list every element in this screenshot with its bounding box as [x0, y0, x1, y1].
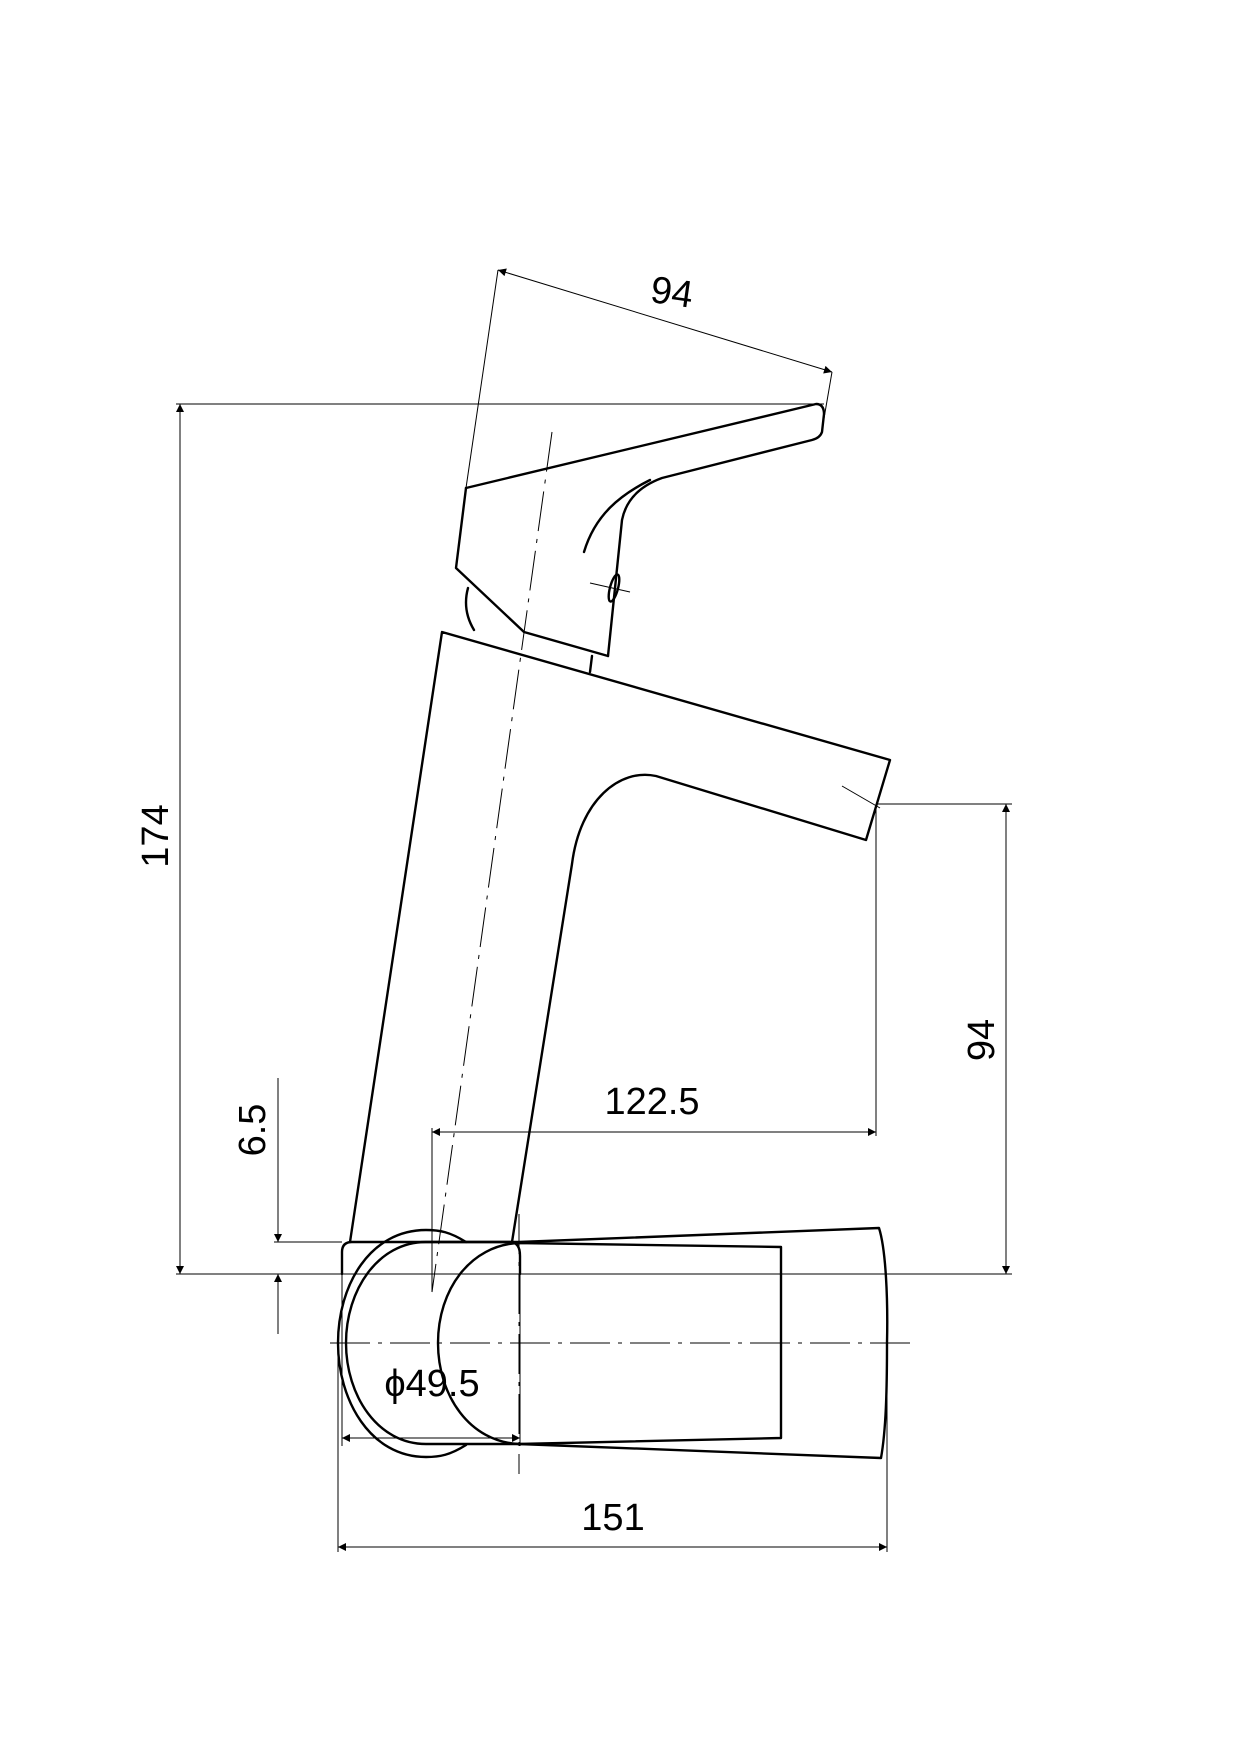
handle-length-label: 94 — [648, 269, 696, 316]
total-length-label: 151 — [581, 1497, 644, 1539]
handle-top-outline — [436, 1241, 783, 1446]
handle-length-dimension — [497, 268, 833, 374]
faucet-body-outline — [348, 630, 892, 1244]
base-diameter-label: ϕ49.5 — [384, 1363, 479, 1405]
axis-centerline — [431, 431, 553, 1293]
total-height-label: 174 — [135, 804, 177, 867]
lever-inner-curve — [582, 478, 652, 554]
spout-height-label: 94 — [961, 1019, 1003, 1061]
spout-reach-label: 122.5 — [604, 1081, 699, 1123]
faucet-base — [340, 1240, 522, 1276]
cartridge-neck — [464, 586, 594, 674]
lever-handle-lower — [454, 486, 610, 658]
top-view: 151 — [330, 1214, 913, 1552]
side-view: 94 174 94 122.5 6.5 ϕ49.5 — [135, 268, 1012, 1446]
lever-handle — [464, 402, 826, 658]
base-height-label: 6.5 — [232, 1104, 274, 1157]
